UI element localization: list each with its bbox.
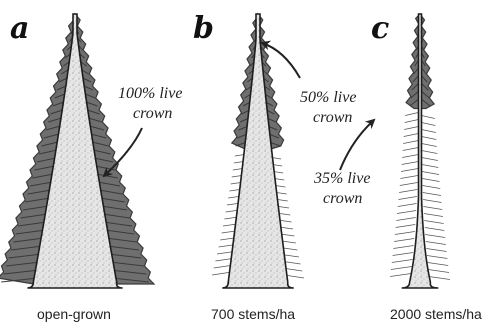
dead-branch — [401, 169, 418, 172]
dead-branch — [395, 232, 415, 235]
caption-open-grown: open-grown — [37, 306, 111, 322]
dead-branch — [422, 165, 439, 168]
dead-branch — [393, 253, 414, 256]
caption-2000-stems: 2000 stems/ha — [390, 306, 482, 322]
note-c-line1: 35% live — [313, 170, 370, 187]
dead-branch — [425, 235, 445, 238]
stem — [402, 14, 439, 288]
dead-branch — [405, 113, 418, 116]
dead-branch — [427, 256, 448, 259]
dead-branch — [397, 211, 416, 214]
panel-letter-c: c — [371, 11, 389, 46]
dead-branch — [391, 267, 412, 270]
tree-open-grown — [0, 14, 154, 288]
dead-branch — [422, 116, 435, 119]
note-a-line1: 100% live — [118, 85, 182, 102]
dead-branch — [424, 214, 443, 217]
dead-branch — [396, 225, 416, 228]
dead-branch — [398, 204, 417, 207]
note-b-line1: 50% live — [300, 89, 356, 106]
dead-branch — [425, 228, 445, 231]
dead-branch — [402, 162, 419, 165]
note-c-line2: crown — [323, 190, 362, 207]
dead-branch — [404, 127, 418, 130]
arrow-c — [340, 120, 374, 170]
dead-branch — [390, 274, 411, 277]
dead-branch — [403, 148, 419, 151]
dead-branch — [422, 137, 437, 140]
dead-branch — [398, 197, 416, 200]
dead-branch — [405, 120, 419, 123]
dead-branch — [396, 218, 415, 221]
dead-branch — [403, 141, 418, 144]
dead-branch — [422, 186, 440, 189]
dead-branch — [402, 155, 418, 158]
note-b-line2: crown — [313, 109, 352, 126]
panel-letter-a: a — [10, 11, 29, 46]
dead-branch — [423, 193, 441, 196]
dead-branch — [392, 260, 413, 263]
tree-2000-stems — [390, 14, 450, 288]
dead-branch — [422, 130, 436, 133]
dead-branch — [422, 144, 437, 147]
note-a-line2: crown — [133, 105, 172, 122]
dead-branch — [422, 151, 438, 154]
dead-branch — [400, 176, 417, 179]
caption-700-stems: 700 stems/ha — [211, 306, 295, 322]
dead-branch — [422, 179, 439, 182]
dead-branch — [394, 239, 414, 242]
dead-branch — [400, 183, 418, 186]
dead-branch — [426, 242, 446, 245]
dead-branch — [424, 221, 443, 224]
panel-letter-b: b — [193, 11, 214, 46]
dead-branch — [422, 158, 438, 161]
dead-branch — [393, 246, 413, 249]
dead-branch — [422, 172, 439, 175]
dead-branch — [422, 123, 436, 126]
dead-branch — [404, 134, 419, 137]
dead-branch — [428, 270, 449, 273]
dead-branch — [428, 263, 449, 266]
dead-branch — [399, 190, 417, 193]
dead-branch — [429, 277, 450, 280]
dead-branch — [423, 207, 442, 210]
dead-branch — [423, 200, 441, 203]
tree-700-stems — [212, 14, 304, 288]
dead-branch — [426, 249, 446, 252]
